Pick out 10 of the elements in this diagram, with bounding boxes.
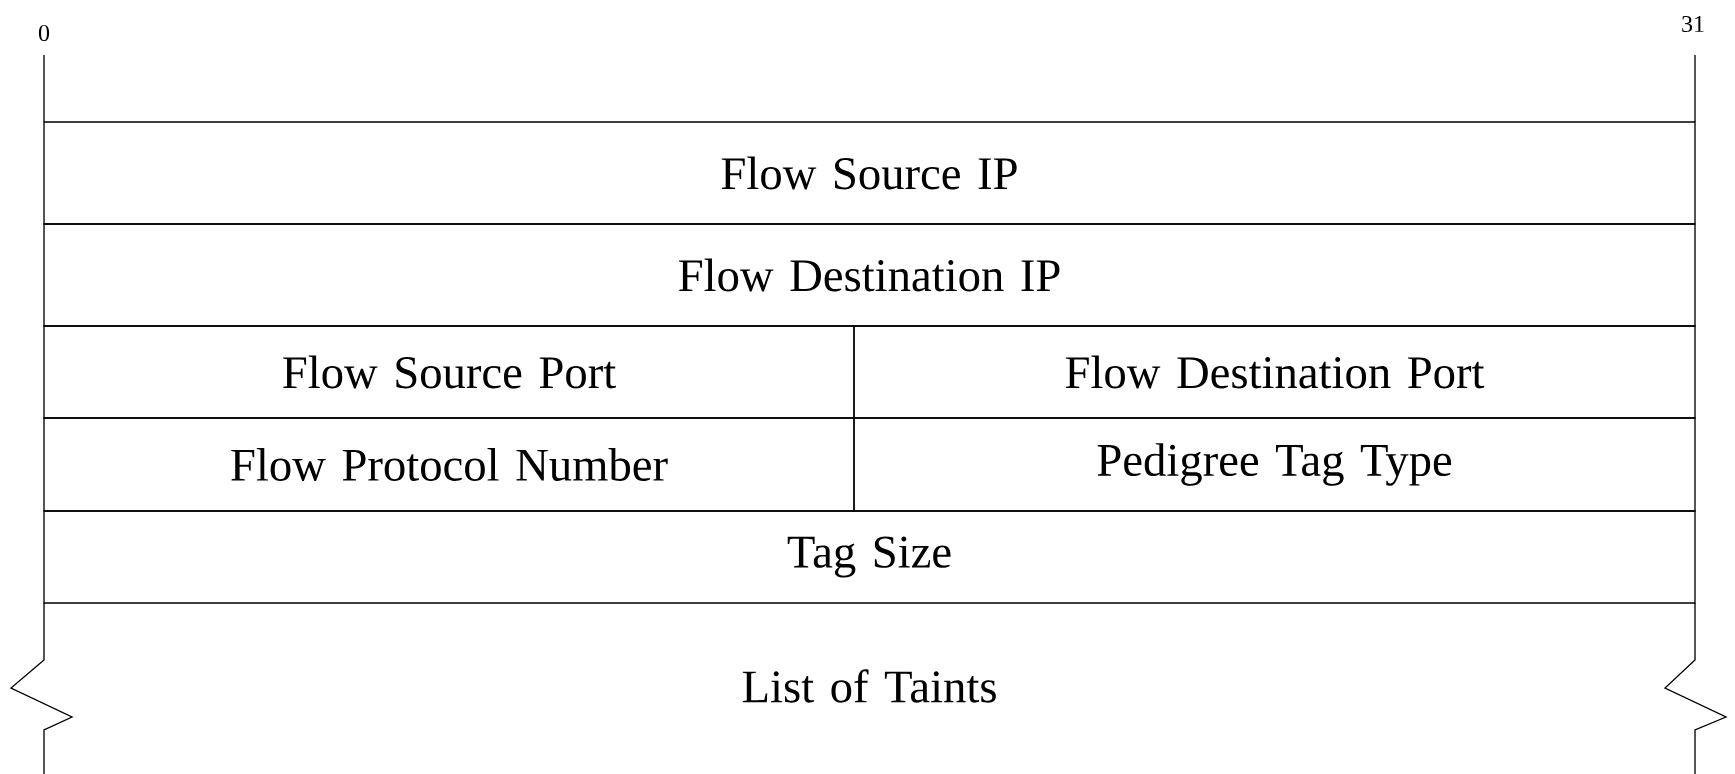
field-box: List of Taints — [9, 602, 1728, 774]
field-box: Flow Destination Port — [853, 325, 1696, 419]
bit-number: 31 — [1682, 15, 1704, 33]
bit-number: 0 — [38, 24, 50, 42]
field-box: Tag Size — [43, 510, 1696, 604]
field-box: Flow Destination IP — [43, 223, 1696, 327]
field-box: Flow Source Port — [43, 325, 855, 419]
field-box: Flow Protocol Number — [43, 417, 855, 512]
field-box: Pedigree Tag Type — [853, 417, 1696, 512]
field-box: Flow Source IP — [43, 121, 1696, 225]
